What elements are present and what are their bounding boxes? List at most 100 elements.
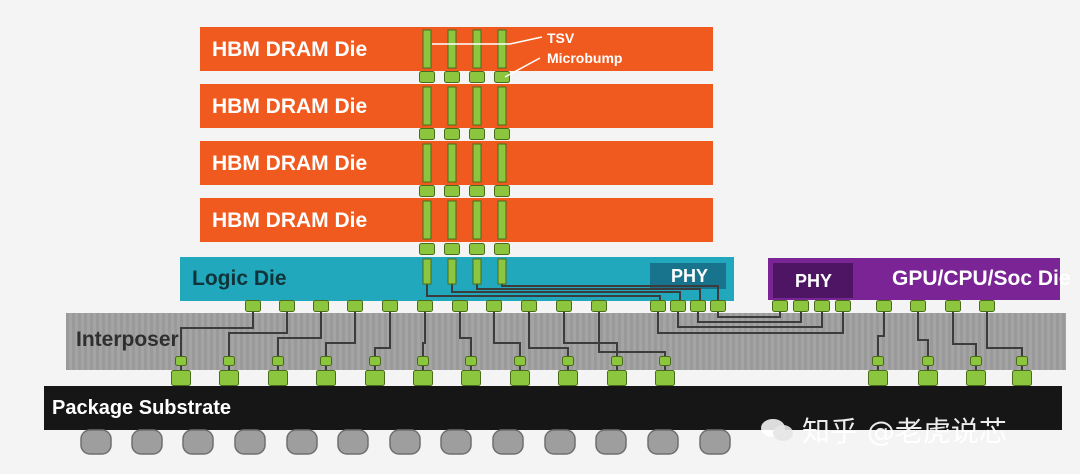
microbump bbox=[444, 128, 460, 140]
microbump bbox=[223, 356, 235, 366]
tsv-callout: TSV bbox=[547, 30, 575, 46]
wechat-icon bbox=[761, 419, 793, 441]
logic-die-label: Logic Die bbox=[192, 267, 287, 290]
microbump bbox=[945, 300, 961, 312]
microbump bbox=[872, 356, 884, 366]
interconnect-wire bbox=[877, 312, 885, 376]
interconnect-wire bbox=[459, 312, 472, 376]
solder-ball bbox=[440, 429, 472, 455]
microbump bbox=[793, 300, 809, 312]
microbump bbox=[670, 300, 686, 312]
soc-die: PHY GPU/CPU/Soc Die bbox=[768, 258, 1071, 300]
logic-die-phy: PHY bbox=[650, 263, 726, 289]
interconnect-wire bbox=[451, 284, 681, 306]
tsv bbox=[447, 29, 457, 69]
microbump bbox=[562, 356, 574, 366]
microbump bbox=[219, 370, 239, 386]
microbump bbox=[650, 300, 666, 312]
interposer-label: Interposer bbox=[76, 328, 179, 351]
hbm-dram-die-label: HBM DRAM Die bbox=[212, 95, 368, 118]
microbump bbox=[419, 185, 435, 197]
microbump bbox=[469, 185, 485, 197]
microbump bbox=[469, 243, 485, 255]
tsv bbox=[472, 86, 482, 126]
microbump bbox=[510, 370, 530, 386]
solder-ball bbox=[544, 429, 576, 455]
interconnect-wire bbox=[917, 312, 929, 376]
interconnect-wire bbox=[325, 312, 356, 376]
microbump bbox=[1012, 370, 1032, 386]
interconnect-wire bbox=[717, 312, 781, 318]
microbump bbox=[417, 300, 433, 312]
microbump bbox=[876, 300, 892, 312]
microbump bbox=[469, 71, 485, 83]
microbump bbox=[835, 300, 851, 312]
microbump bbox=[486, 300, 502, 312]
microbump bbox=[494, 71, 510, 83]
solder-ball bbox=[595, 429, 627, 455]
solder-ball bbox=[337, 429, 369, 455]
microbump bbox=[494, 185, 510, 197]
interconnect-wire bbox=[528, 312, 569, 376]
logic-die: Logic Die PHY bbox=[180, 257, 734, 301]
solder-ball bbox=[492, 429, 524, 455]
microbump bbox=[607, 370, 627, 386]
microbump bbox=[521, 300, 537, 312]
microbump bbox=[918, 370, 938, 386]
microbump bbox=[268, 370, 288, 386]
solder-ball bbox=[80, 429, 112, 455]
microbump bbox=[558, 370, 578, 386]
interconnect-wire bbox=[277, 312, 322, 376]
microbump bbox=[514, 356, 526, 366]
interconnect-wire bbox=[563, 312, 618, 376]
tsv bbox=[497, 29, 507, 69]
microbump bbox=[966, 370, 986, 386]
microbump bbox=[772, 300, 788, 312]
microbump bbox=[369, 356, 381, 366]
microbump bbox=[272, 356, 284, 366]
tsv bbox=[472, 258, 482, 285]
microbump-leader bbox=[504, 57, 541, 78]
interconnect-wire bbox=[422, 312, 426, 376]
interconnect-wire bbox=[697, 312, 802, 323]
microbump bbox=[175, 356, 187, 366]
microbump bbox=[171, 370, 191, 386]
tsv bbox=[422, 258, 432, 285]
interconnect-wire bbox=[180, 312, 254, 376]
hbm-dram-die-label: HBM DRAM Die bbox=[212, 38, 368, 61]
microbump bbox=[910, 300, 926, 312]
tsv bbox=[447, 258, 457, 285]
microbump bbox=[419, 128, 435, 140]
tsv bbox=[497, 200, 507, 240]
tsv-leader bbox=[432, 36, 543, 45]
microbump bbox=[868, 370, 888, 386]
interconnect-wire bbox=[228, 312, 288, 376]
tsv bbox=[497, 143, 507, 183]
interconnect-wire bbox=[657, 312, 844, 334]
microbump bbox=[316, 370, 336, 386]
interconnect-wire bbox=[501, 284, 719, 306]
microbump bbox=[444, 243, 460, 255]
microbump-callout: Microbump bbox=[547, 50, 623, 66]
tsv bbox=[422, 200, 432, 240]
microbump bbox=[611, 356, 623, 366]
interconnect-wires bbox=[180, 284, 1023, 376]
interconnect-wire bbox=[493, 312, 521, 376]
tsv bbox=[422, 86, 432, 126]
tsv bbox=[447, 200, 457, 240]
microbump bbox=[979, 300, 995, 312]
hbm-dram-die-label: HBM DRAM Die bbox=[212, 209, 368, 232]
microbump bbox=[655, 370, 675, 386]
watermark: 知乎 @老虎说芯 bbox=[760, 410, 1007, 450]
package-substrate: Package Substrate bbox=[44, 386, 1062, 430]
microbump bbox=[461, 370, 481, 386]
callout-leaders bbox=[432, 36, 543, 78]
microbump bbox=[313, 300, 329, 312]
microbump bbox=[417, 356, 429, 366]
tsv bbox=[497, 86, 507, 126]
microbump bbox=[444, 185, 460, 197]
soc-die-phy: PHY bbox=[773, 263, 853, 298]
microbump bbox=[591, 300, 607, 312]
microbump bbox=[365, 370, 385, 386]
